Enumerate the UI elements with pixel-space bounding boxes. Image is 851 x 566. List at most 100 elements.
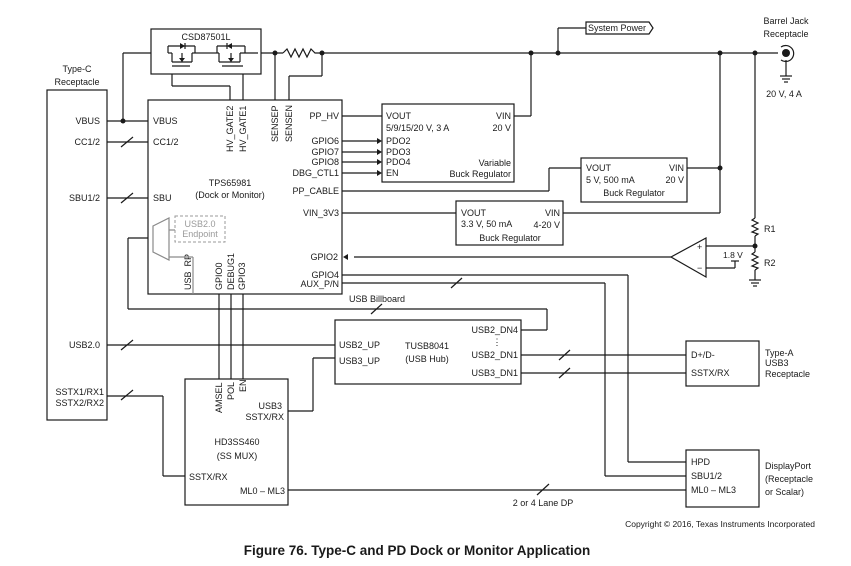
var-buck-vout: VOUT: [386, 111, 412, 121]
dp-pin-hpd: HPD: [691, 457, 711, 467]
comparator-ref: 1.8 V: [723, 250, 743, 260]
mux-name: HD3SS460: [214, 437, 259, 447]
tps-pin-gpio3: GPIO3: [237, 262, 247, 290]
tps-pin-sensep: SENSEP: [270, 105, 280, 142]
tps-pin-cc: CC1/2: [153, 137, 179, 147]
type-c-pin-usb2: USB2.0: [69, 340, 100, 350]
buck-regulator-5v: VOUT 5 V, 500 mA VIN 20 V Buck Regulator: [580, 157, 688, 203]
type-a-title-2: USB3: [765, 358, 789, 368]
mosfet-label: CSD87501L: [181, 32, 230, 42]
tps-pin-usb-rp: USB_RP: [183, 254, 193, 290]
endpoint-label-1: USB2.0: [184, 219, 215, 229]
mux-usb3-label-2: SSTX/RX: [245, 412, 284, 422]
buck5-vin: VIN: [669, 163, 684, 173]
mux-usb3-label-1: USB3: [258, 401, 282, 411]
buck33-vin-spec: 4-20 V: [533, 220, 560, 230]
var-buck-pdo3: PDO3: [386, 147, 411, 157]
var-buck-vin-spec: 20 V: [492, 123, 511, 133]
tps-pin-pp-cable: PP_CABLE: [292, 186, 339, 196]
tusb8041-hub: USB Billboard USB2_UP USB3_UP TUSB8041 (…: [334, 294, 522, 385]
buck5-vin-spec: 20 V: [665, 175, 684, 185]
tps-pin-pp-hv: PP_HV: [309, 111, 339, 121]
bus-marks: [120, 136, 571, 496]
var-buck-vin: VIN: [496, 111, 511, 121]
buck5-vout-spec: 5 V, 500 mA: [586, 175, 635, 185]
tps65981-controller: VBUS CC1/2 SBU TPS65981 (Dock or Monitor…: [147, 99, 343, 295]
var-buck-title-1: Variable: [479, 158, 511, 168]
hub-billboard-label: USB Billboard: [349, 294, 405, 304]
hub-pin-usb2-up: USB2_UP: [339, 340, 380, 350]
buck33-vout-spec: 3.3 V, 50 mA: [461, 219, 512, 229]
buck33-vin: VIN: [545, 208, 560, 218]
mux-pin-ml: ML0 – ML3: [240, 486, 285, 496]
csd87501l-mosfet: CSD87501L: [150, 28, 262, 75]
tps-pin-gpio6: GPIO6: [311, 136, 339, 146]
tps-pin-sensen: SENSEN: [284, 105, 294, 142]
fet-2-icon: [198, 43, 258, 67]
type-a-pin-dpdm: D+/D-: [691, 350, 715, 360]
tps-pin-hv-gate1: HV_GATE1: [238, 106, 248, 152]
type-c-pin-sstx1: SSTX1/RX1: [55, 387, 104, 397]
var-buck-vout-spec: 5/9/15/20 V, 3 A: [386, 123, 449, 133]
system-power-flag: System Power: [585, 21, 654, 35]
resistor-r1-label: R1: [764, 224, 776, 234]
hub-pin-usb2-dn1: USB2_DN1: [471, 350, 518, 360]
barrel-jack-rating: 20 V, 4 A: [766, 89, 802, 99]
fet-1-icon: [167, 43, 198, 67]
ground-icon: [749, 279, 761, 287]
var-buck-en: EN: [386, 168, 399, 178]
usb2-endpoint: [174, 215, 226, 243]
buck5-vout: VOUT: [586, 163, 612, 173]
dp-pin-ml: ML0 – ML3: [691, 485, 736, 495]
type-c-pin-vbus: VBUS: [75, 116, 100, 126]
dp-pin-sbu: SBU1/2: [691, 471, 722, 481]
buck-regulator-3v3: VOUT 3.3 V, 50 mA VIN 4-20 V Buck Regula…: [455, 200, 564, 246]
dp-lane-label: 2 or 4 Lane DP: [513, 498, 574, 508]
type-a-pin-sstx: SSTX/RX: [691, 368, 730, 378]
resistor-r2-icon: [750, 251, 760, 271]
displayport-receptacle: HPD SBU1/2 ML0 – ML3 DisplayPort (Recept…: [685, 449, 813, 508]
type-a-receptacle: D+/D- SSTX/RX Type-A USB3 Receptacle: [685, 340, 810, 387]
type-c-receptacle: Type-C Receptacle VBUS CC1/2 SBU1/2 USB2…: [46, 64, 108, 421]
barrel-jack-title-1: Barrel Jack: [763, 16, 809, 26]
barrel-jack: Barrel Jack Receptacle 20 V, 4 A: [763, 16, 809, 99]
hub-pin-usb2-dn4: USB2_DN4: [471, 325, 518, 335]
hub-pin-usb3-dn1: USB3_DN1: [471, 368, 518, 378]
mux-desc: (SS MUX): [217, 451, 258, 461]
tps-pin-debug1: DEBUG1: [226, 253, 236, 290]
gpio-arrowheads: [343, 138, 382, 260]
comparator-minus: −: [697, 263, 702, 273]
tps-pin-dbg-ctl1: DBG_CTL1: [292, 168, 339, 178]
buck5-title: Buck Regulator: [603, 188, 665, 198]
wires: [107, 27, 778, 491]
hub-pin-usb3-up: USB3_UP: [339, 356, 380, 366]
type-c-pin-sbu: SBU1/2: [69, 193, 100, 203]
type-c-title-1: Type-C: [62, 64, 92, 74]
mux-pin-sstx: SSTX/RX: [189, 472, 228, 482]
var-buck-title-2: Buck Regulator: [449, 169, 511, 179]
barrel-jack-icon: [782, 49, 790, 57]
mux-pin-en: EN: [238, 379, 248, 392]
tps-pin-gpio8: GPIO8: [311, 157, 339, 167]
tps-pin-sbu: SBU: [153, 193, 172, 203]
type-c-pin-sstx2: SSTX2/RX2: [55, 398, 104, 408]
system-power-label: System Power: [588, 23, 646, 33]
usb-mux-icon: [152, 217, 170, 261]
junction-dots: [120, 50, 758, 249]
tps-pin-hv-gate2: HV_GATE2: [225, 106, 235, 152]
dp-title-1: DisplayPort: [765, 461, 812, 471]
comparator: + − 1.8 V R1 R2: [669, 217, 776, 287]
ground-icon: [780, 75, 792, 83]
tps-pin-aux: AUX_P/N: [300, 279, 339, 289]
dp-title-3: or Scalar): [765, 487, 804, 497]
comparator-plus: +: [697, 242, 702, 252]
type-a-title-1: Type-A: [765, 348, 794, 358]
tps-name: TPS65981: [209, 178, 252, 188]
tps-pin-vin-3v3: VIN_3V3: [303, 208, 339, 218]
copyright-notice: Copyright © 2016, Texas Instruments Inco…: [625, 519, 815, 529]
dp-title-2: (Receptacle: [765, 474, 813, 484]
hub-name: TUSB8041: [405, 341, 449, 351]
tps-pin-vbus: VBUS: [153, 116, 178, 126]
resistor-r1-icon: [750, 217, 760, 237]
